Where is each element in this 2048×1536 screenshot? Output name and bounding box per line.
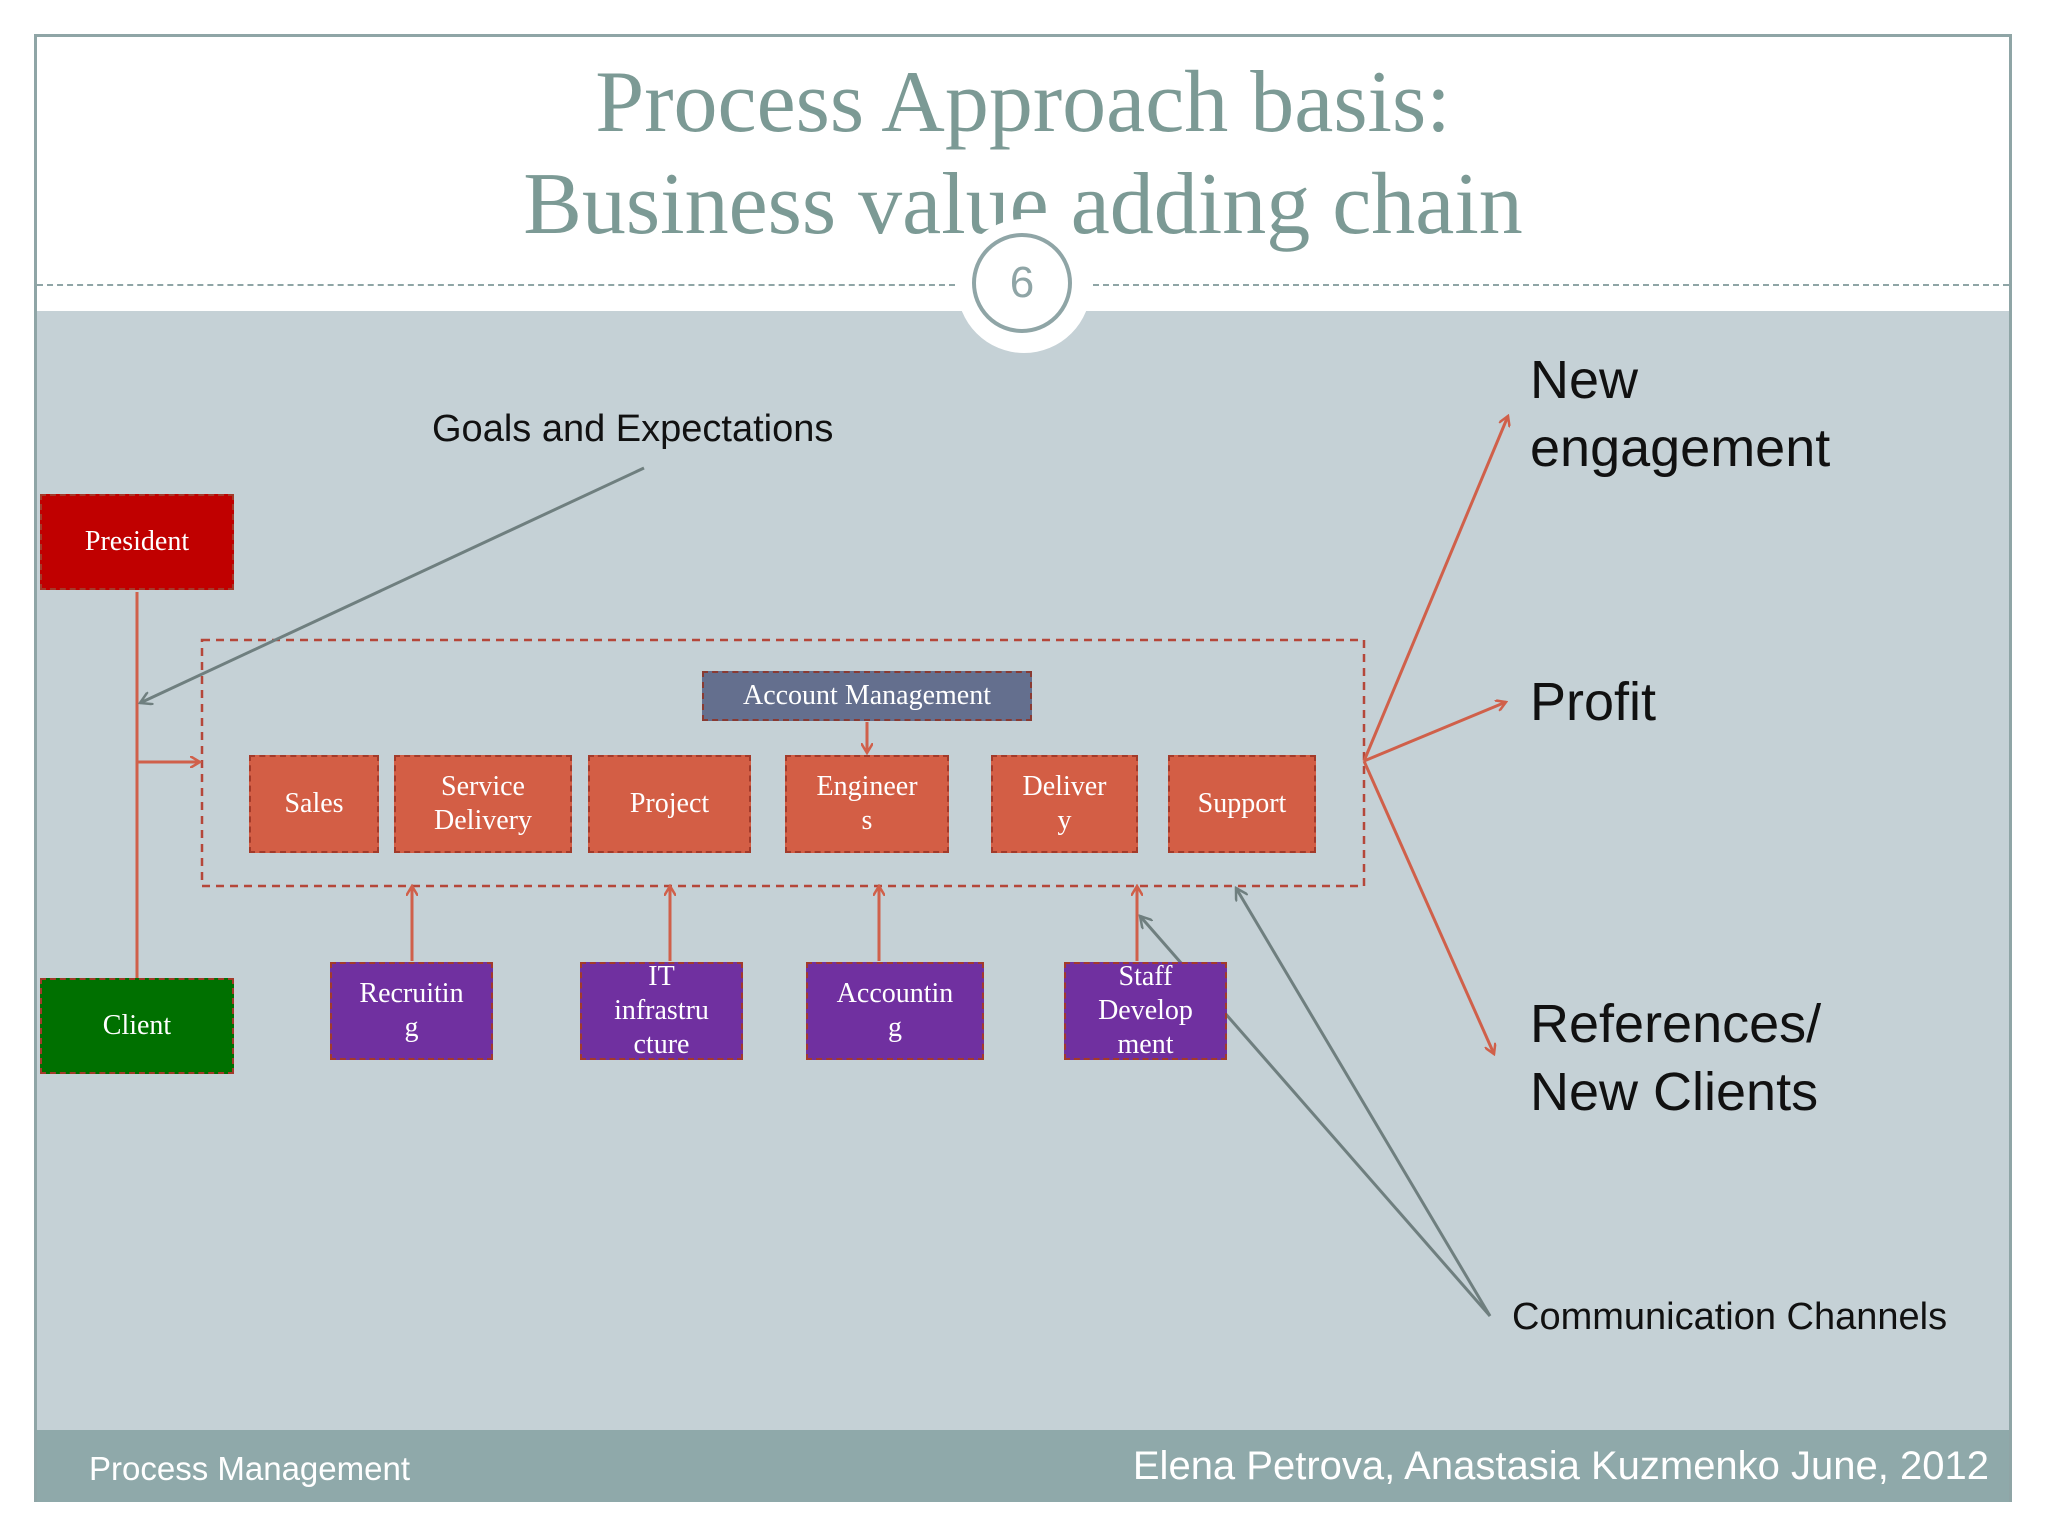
chain-box-sales: Sales: [249, 755, 379, 853]
goals-pointer: [140, 466, 645, 703]
footer-authors-date: Elena Petrova, Anastasia Kuzmenko June, …: [1132, 1444, 1989, 1488]
chain-box-engineers: Engineer s: [785, 755, 949, 853]
slide-title-line-1: Process Approach basis:: [595, 54, 1451, 151]
support-box-staff-development: Staff Develop ment: [1064, 961, 1227, 1060]
outcome-profit: Profit: [1530, 672, 1657, 732]
outcome-new-engagement: New engagement: [1530, 350, 1831, 478]
footer-bar: Process Management Elena Petrova, Anasta…: [37, 1430, 2009, 1502]
slide-number: 6: [972, 233, 1072, 333]
support-box-it-infrastructure: IT infrastru cture: [580, 961, 743, 1060]
outcome-arrow-references: [1362, 760, 1494, 1054]
outcome-arrow-engagement: [1362, 416, 1508, 762]
goals-label: Goals and Expectations: [432, 408, 834, 450]
client-box: Client: [40, 978, 234, 1074]
chain-box-service-delivery: Service Delivery: [394, 755, 572, 853]
title-separator-left: [37, 284, 955, 286]
outcome-arrow-profit: [1363, 702, 1506, 763]
content-area: [37, 311, 2009, 1430]
support-box-accounting: Accountin g: [806, 962, 984, 1060]
chain-box-support: Support: [1168, 755, 1316, 853]
chain-box-delivery: Deliver y: [991, 755, 1138, 853]
account-management-box: Account Management: [702, 671, 1032, 721]
title-separator-right: [1093, 284, 2009, 286]
channels-label: Communication Channels: [1512, 1296, 1948, 1338]
value-chain-container: [200, 638, 1366, 888]
chain-box-project: Project: [588, 755, 751, 853]
president-box: President: [40, 494, 234, 590]
channels-pointer-2: [1234, 888, 1492, 1317]
outcome-references: References/ New Clients: [1530, 994, 1822, 1122]
support-box-recruiting: Recruitin g: [330, 962, 493, 1060]
footer-course: Process Management: [89, 1450, 410, 1487]
